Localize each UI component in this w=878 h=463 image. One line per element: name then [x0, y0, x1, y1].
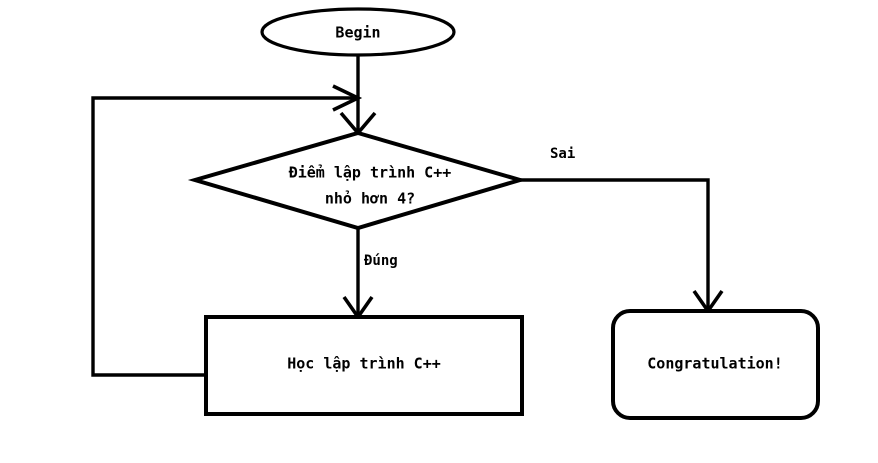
decision-label-line1: Điểm lập trình C++ [289, 164, 452, 182]
decision-score-less-than-4: Điểm lập trình C++ nhỏ hơn 4? [187, 130, 528, 231]
end-terminal-label: Congratulation! [647, 355, 782, 373]
begin-terminal-label: Begin [335, 24, 380, 42]
decision-label-line2: nhỏ hơn 4? [325, 190, 415, 208]
process-study-cpp: Học lập trình C++ [204, 315, 524, 416]
end-terminal-congratulation: Congratulation! [611, 309, 820, 420]
end-terminal-shape [611, 309, 820, 420]
edge-label-false: Sai [550, 146, 575, 162]
begin-terminal-shape [260, 7, 456, 57]
edge-false-branch [520, 178, 710, 311]
edge-loop-back-to-decision [91, 96, 358, 377]
decision-shape [187, 130, 528, 231]
arrowhead-loop-back [332, 84, 363, 112]
edge-label-true: Đúng [364, 253, 398, 269]
begin-terminal: Begin [260, 7, 456, 57]
process-label: Học lập trình C++ [287, 355, 441, 373]
process-shape [204, 315, 524, 416]
